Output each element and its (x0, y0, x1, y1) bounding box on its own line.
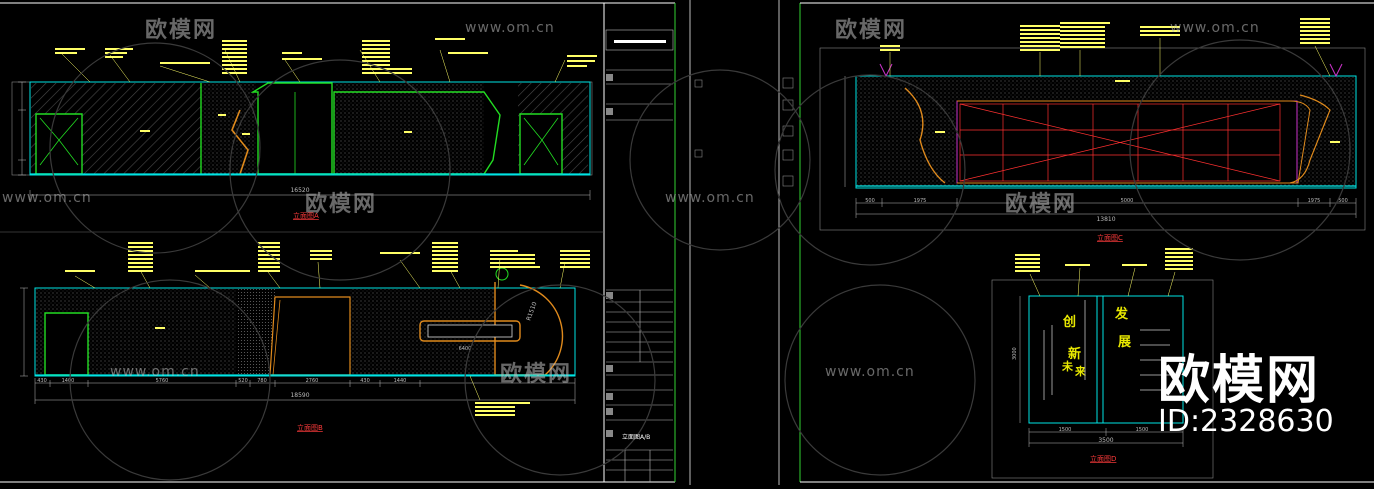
elevation-c-seg-3: 5000 (1121, 198, 1134, 204)
elevation-b: 430 1400 5760 520 780 2760 430 1440 1859… (20, 242, 590, 432)
sheet-edge-markers (694, 77, 794, 187)
watermark-logo-2: 欧模网 (305, 192, 378, 217)
elevation-c-seg-2: 1975 (914, 198, 927, 204)
watermark-logo-1: 欧模网 (145, 18, 218, 43)
elevation-d: 创 新 发 展 未 来 (991, 248, 1214, 479)
svg-text:来: 来 (1074, 364, 1087, 378)
elevation-b-seg-2: 1400 (62, 378, 75, 384)
elevation-b-seg-4: 520 (238, 378, 248, 384)
elevation-a: 16520 立面图A (11, 38, 597, 220)
elevation-b-seg-5: 780 (257, 378, 267, 384)
watermark-url-4: www.om.cn (1170, 20, 1260, 36)
watermark-circles (49, 39, 1351, 481)
elevation-b-seg-6: 2760 (306, 378, 319, 384)
watermark-logo-4: 欧模网 (1005, 192, 1078, 217)
elevation-b-seg-3: 5760 (156, 378, 169, 384)
elevation-a-caption: 立面图A (293, 211, 319, 220)
watermark-url-1: www.om.cn (465, 20, 555, 36)
svg-text:发: 发 (1114, 306, 1129, 322)
elevation-b-counter-dim: 6400 (459, 346, 472, 352)
elevation-b-total-dim: 18590 (290, 392, 309, 399)
elevation-b-radius: R1510 (525, 301, 538, 322)
elevation-c-seg-4: 1975 (1308, 198, 1321, 204)
elevation-b-seg-1: 430 (37, 378, 47, 384)
title-block (605, 29, 674, 482)
svg-text:创: 创 (1062, 314, 1076, 330)
brand-watermark-large: 欧模网 (1158, 351, 1321, 411)
svg-text:展: 展 (1118, 335, 1132, 350)
svg-text:未: 未 (1061, 359, 1074, 373)
watermark-url-3: www.om.cn (665, 190, 755, 206)
model-id-label: ID:2328630 (1158, 404, 1334, 439)
elevation-d-total-dim: 3500 (1098, 437, 1113, 444)
elevation-b-caption: 立面图B (297, 423, 323, 432)
watermark-url-6: www.om.cn (825, 364, 915, 380)
watermark-url-2: www.om.cn (2, 190, 92, 206)
elevation-c-caption: 立面图C (1097, 233, 1123, 242)
svg-text:新: 新 (1068, 346, 1081, 362)
elevation-a-total-dim: 16520 (290, 187, 309, 194)
watermark-url-5: www.om.cn (110, 364, 200, 380)
elevation-d-seg-2: 1500 (1136, 427, 1149, 433)
watermark-logo-5: 欧模网 (500, 362, 573, 387)
elevation-d-seg-1: 1500 (1059, 427, 1072, 433)
elevation-c-seg-1: 500 (865, 198, 875, 204)
elevation-d-caption: 立面图D (1090, 454, 1116, 463)
elevation-b-seg-8: 1440 (394, 378, 407, 384)
watermark-logo-3: 欧模网 (835, 18, 908, 43)
title-block-sheet-name: 立面图A/B (622, 434, 651, 441)
elevation-b-seg-7: 430 (360, 378, 370, 384)
elevation-c-seg-5: 500 (1338, 198, 1348, 204)
elevation-c: 500 1975 5000 1975 500 13810 立面图C (819, 18, 1366, 242)
elevation-d-height-dim: 3000 (1012, 347, 1018, 360)
elevation-c-total-dim: 13810 (1096, 216, 1115, 223)
